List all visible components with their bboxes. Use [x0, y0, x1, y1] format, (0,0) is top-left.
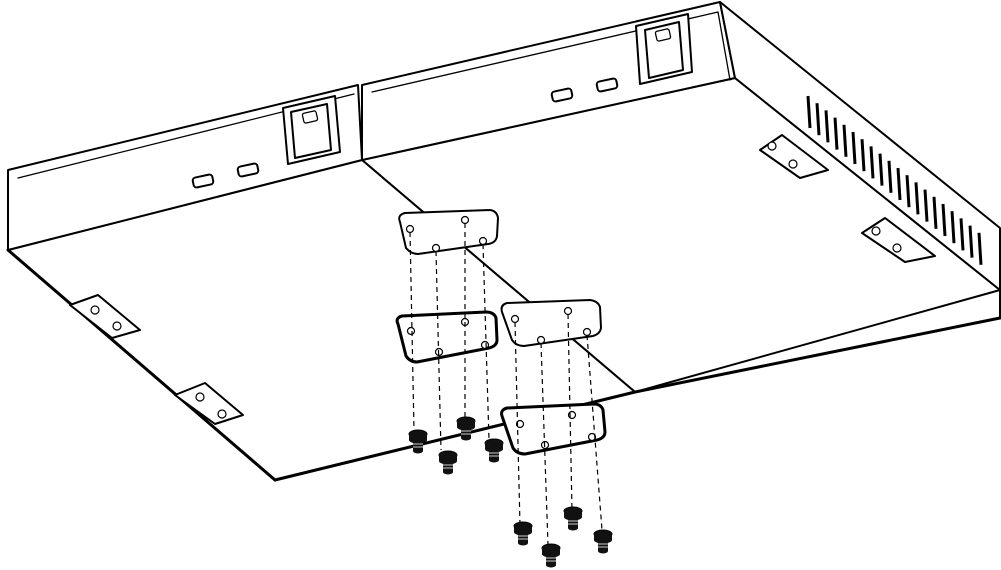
- vent-slot: [878, 153, 884, 186]
- screw: [513, 521, 533, 546]
- enclosure-right-power-switch: [635, 13, 693, 85]
- enclosure-right-foot-tab-2: [861, 217, 936, 263]
- vent-slot: [896, 167, 902, 201]
- screw: [456, 416, 476, 441]
- enclosure-left-usb-port-2: [236, 162, 260, 178]
- screw: [593, 529, 613, 554]
- alignment-lines: [409, 223, 603, 546]
- screw: [438, 450, 458, 475]
- bracket-middle-left: [395, 310, 499, 364]
- vent-slot: [824, 110, 830, 143]
- enclosure-right-usb-port-2: [595, 77, 619, 93]
- vent-slot: [842, 124, 848, 157]
- vent-slot: [959, 218, 965, 251]
- enclosure-right: [361, 1, 1001, 396]
- vent-slot: [887, 160, 893, 193]
- vent-slot: [815, 103, 821, 136]
- vent-slot: [869, 146, 875, 179]
- vent-slot: [914, 182, 920, 215]
- enclosure-right-foot-tab-1: [759, 134, 829, 179]
- vent-slot: [833, 117, 839, 150]
- enclosure-left-back-wall: [7, 84, 363, 251]
- vent-slot: [968, 225, 974, 258]
- screws: [408, 416, 613, 568]
- vent-slot: [941, 203, 947, 237]
- vent-slot: [950, 211, 956, 244]
- enclosure-left: [6, 84, 637, 482]
- screw: [541, 543, 561, 568]
- enclosure-right-usb-port-1: [550, 87, 574, 103]
- vent-slot: [932, 196, 938, 229]
- screw: [563, 506, 583, 531]
- enclosure-left-foot-tab-2: [174, 382, 244, 425]
- bracket-bottom-right: [500, 402, 607, 456]
- enclosure-left-foot-tab-1: [69, 294, 141, 339]
- vent-slot: [860, 139, 866, 172]
- bracket-middle-right: [500, 299, 602, 347]
- enclosure-left-power-switch: [282, 95, 341, 165]
- screw: [484, 438, 504, 463]
- vent-slot: [977, 232, 983, 265]
- vent-slot: [806, 95, 812, 129]
- vent-slot: [923, 189, 929, 222]
- vent-slot: [851, 131, 857, 165]
- screw: [408, 429, 428, 454]
- enclosure-right-vent-slots: [806, 95, 983, 265]
- vent-slot: [905, 175, 911, 208]
- enclosure-left-usb-port-1: [191, 173, 215, 189]
- bracket-top-left: [398, 209, 499, 255]
